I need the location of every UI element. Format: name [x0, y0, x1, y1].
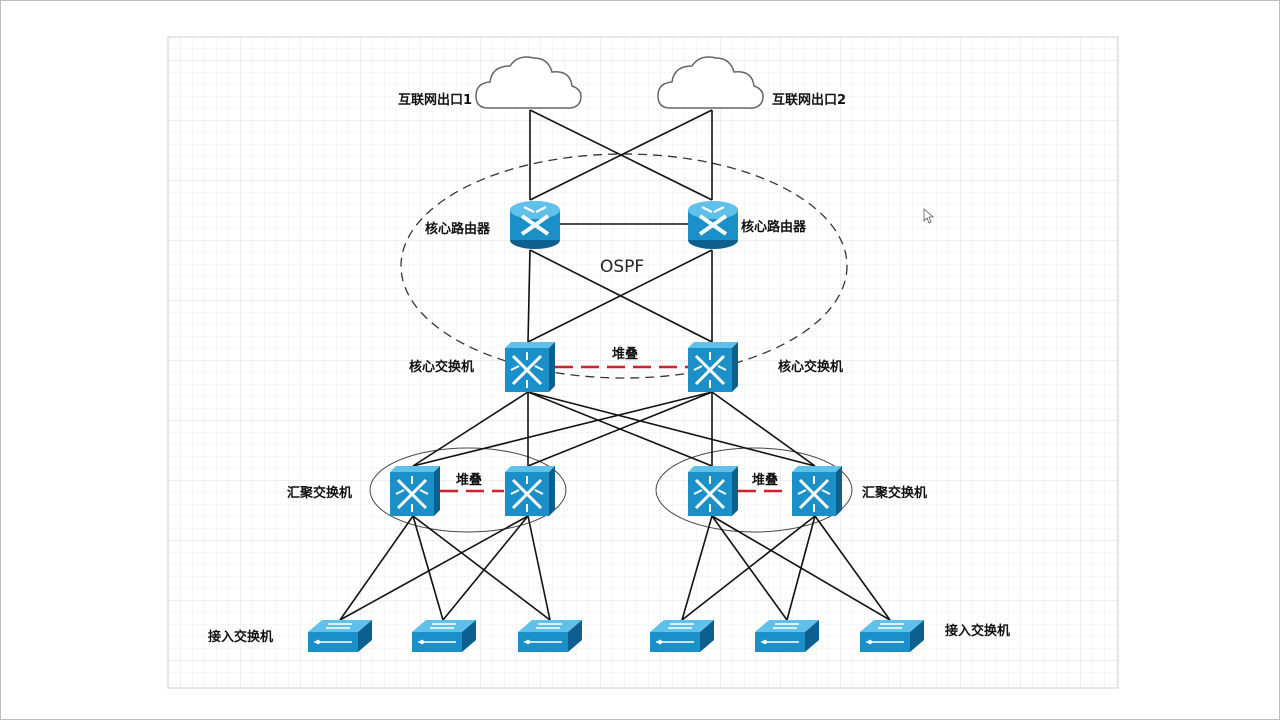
- core-stack-label: 堆叠: [612, 346, 638, 362]
- aggregation-left-ellipse: [369, 447, 567, 533]
- aggregation-right-label: 汇聚交换机: [862, 485, 927, 501]
- access-switch-icon: [860, 620, 924, 652]
- link: [527, 249, 713, 343]
- link: [681, 515, 816, 621]
- link: [339, 515, 529, 621]
- internet-exit-2-label: 互联网出口2: [772, 92, 846, 108]
- link: [711, 391, 816, 467]
- link: [412, 515, 551, 621]
- access-switch-icon: [650, 620, 714, 652]
- core-switch-right-label: 核心交换机: [778, 359, 843, 375]
- aggregation-right-stack-label: 堆叠: [752, 472, 778, 488]
- link: [412, 515, 444, 621]
- core-router-right-label: 核心路由器: [741, 219, 807, 235]
- core-switch-icon: [688, 342, 738, 392]
- aggregation-switch-icon: [688, 466, 738, 516]
- aggregation-left-stack-label: 堆叠: [456, 472, 482, 488]
- link: [529, 109, 713, 201]
- aggregation-switch-icon: [505, 466, 555, 516]
- link: [527, 515, 551, 621]
- link: [681, 515, 713, 621]
- link: [786, 515, 816, 621]
- access-switch-icon: [518, 620, 582, 652]
- access-left-label: 接入交换机: [208, 629, 273, 645]
- aggregation-switch-icon: [390, 466, 440, 516]
- aggregation-right-ellipse: [655, 447, 853, 533]
- link: [527, 391, 816, 467]
- link: [527, 391, 713, 467]
- internet-exit-1-label: 互联网出口1: [398, 92, 472, 108]
- core-switch-left-label: 核心交换机: [409, 359, 474, 375]
- access-switch-icon: [308, 620, 372, 652]
- cloud-icon: [475, 56, 582, 109]
- link: [527, 249, 531, 343]
- link: [814, 515, 891, 621]
- links-group: [339, 109, 891, 621]
- access-switch-icon: [755, 620, 819, 652]
- cloud-icon: [657, 56, 764, 109]
- access-switch-icon: [412, 620, 476, 652]
- aggregation-left-label: 汇聚交换机: [287, 485, 352, 501]
- core-switch-icon: [505, 342, 555, 392]
- router-icon: [688, 201, 738, 249]
- grid-canvas: [167, 36, 1119, 689]
- router-icon: [510, 201, 560, 249]
- link: [339, 515, 414, 621]
- ospf-label: OSPF: [600, 257, 644, 277]
- link: [442, 515, 529, 621]
- core-router-left-label: 核心路由器: [425, 221, 491, 237]
- aggregation-switch-icon: [792, 466, 842, 516]
- mouse-cursor-icon: [923, 208, 935, 224]
- link: [412, 391, 529, 467]
- stack-links: [440, 365, 790, 493]
- access-right-label: 接入交换机: [945, 623, 1010, 639]
- link: [412, 391, 713, 467]
